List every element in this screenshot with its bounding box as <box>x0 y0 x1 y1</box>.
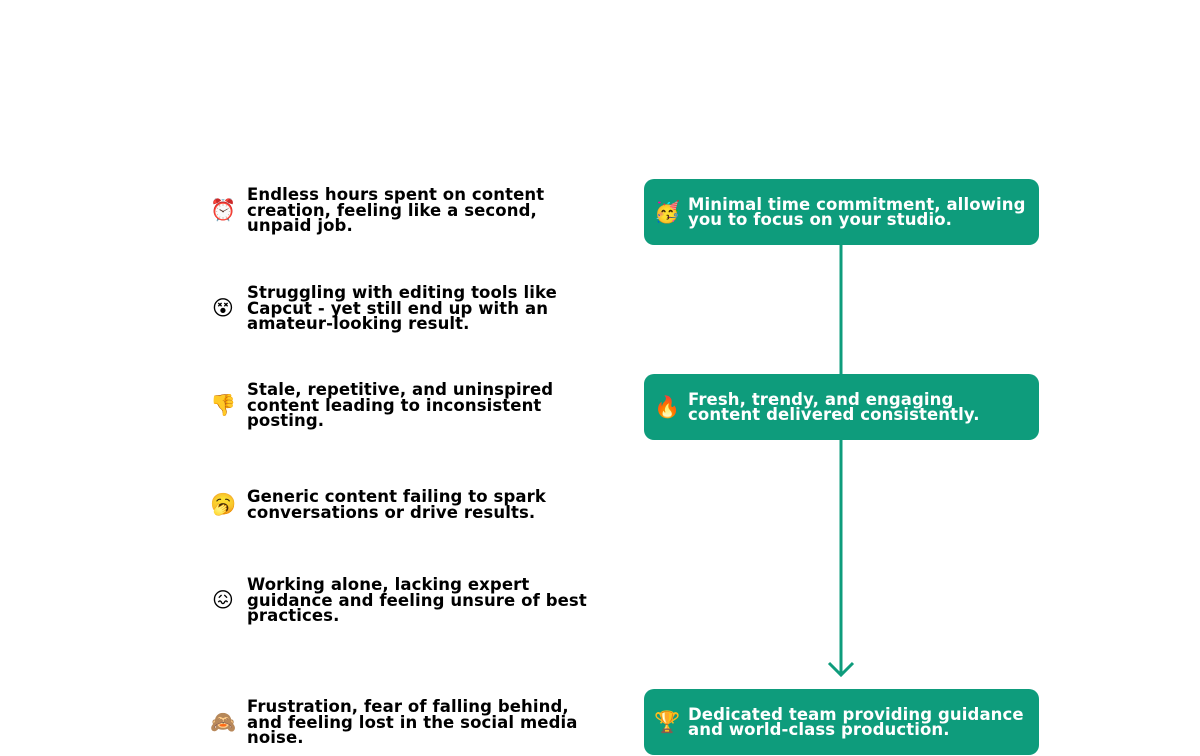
thumbs-down-icon: 👎 <box>210 392 237 417</box>
pain-point-text: Stale, repetitive, and uninspired conten… <box>247 380 554 430</box>
pain-point-text: Generic content failing to spark convers… <box>247 487 546 522</box>
confounded-face-icon: 😖 <box>212 587 234 612</box>
dizzy-face-icon: 😵 <box>212 295 234 320</box>
see-no-evil-monkey-icon: 🙈 <box>210 709 237 734</box>
solution-text: Fresh, trendy, and engaging content deli… <box>688 389 980 424</box>
solution-text: Dedicated team providing guidance and wo… <box>688 704 1024 739</box>
yawning-face-icon: 🥱 <box>210 492 237 516</box>
pain-point-text: Working alone, lacking expert guidance a… <box>247 575 587 625</box>
pain-point-item: 🙈 Frustration, fear of falling behind, a… <box>210 697 590 747</box>
pain-point-item: 👎 Stale, repetitive, and uninspired cont… <box>210 380 590 430</box>
pain-point-text: Frustration, fear of falling behind, and… <box>247 697 578 747</box>
pain-point-item: 😖 Working alone, lacking expert guidance… <box>210 575 590 625</box>
pain-point-item: ⏰ Endless hours spent on content creatio… <box>210 185 590 235</box>
fire-icon: 🔥 <box>654 394 681 419</box>
solution-text: Minimal time commitment, allowing you to… <box>688 194 1026 229</box>
trophy-icon: 🏆 <box>654 709 681 734</box>
arrowhead-icon <box>827 661 855 678</box>
solution-card: 🥳 Minimal time commitment, allowing you … <box>644 179 1039 245</box>
alarm-clock-icon: ⏰ <box>210 197 237 222</box>
pain-point-item: 😵 Struggling with editing tools like Cap… <box>210 283 590 333</box>
pain-point-item: 🥱 Generic content failing to spark conve… <box>210 487 590 522</box>
pain-point-text: Struggling with editing tools like Capcu… <box>247 283 557 333</box>
party-face-icon: 🥳 <box>654 199 681 224</box>
solution-card: 🏆 Dedicated team providing guidance and … <box>644 689 1039 755</box>
connector-arrow <box>827 245 855 678</box>
pain-point-text: Endless hours spent on content creation,… <box>247 185 545 235</box>
solution-card: 🔥 Fresh, trendy, and engaging content de… <box>644 374 1039 440</box>
